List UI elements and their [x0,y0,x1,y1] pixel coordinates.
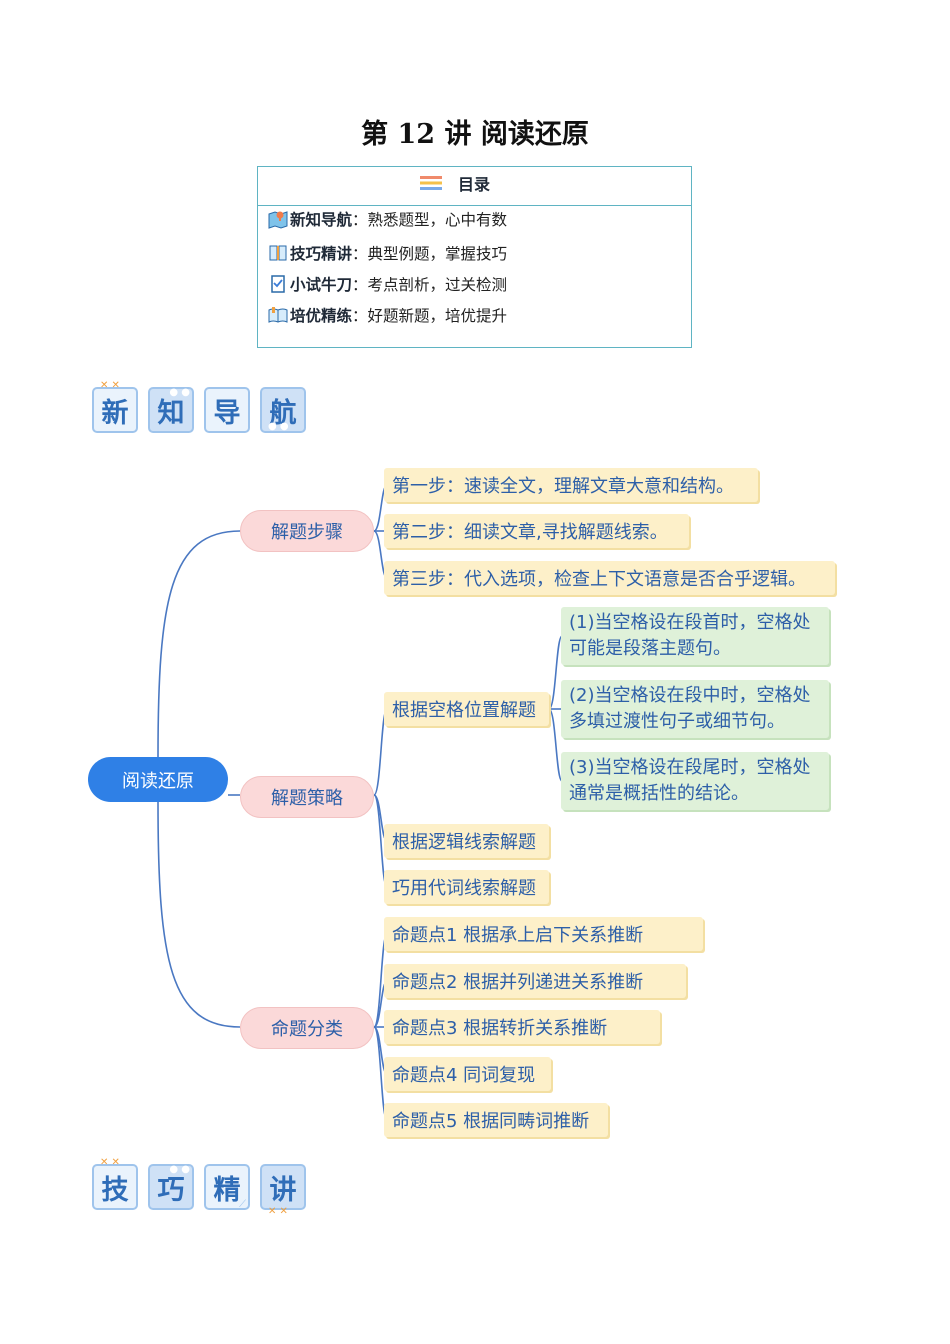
table-of-contents: 目录 新知导航：熟悉题型，心中有数 技巧精讲：典型例题，掌握技巧 小试牛刀：考点… [257,166,692,348]
position-case: (3)当空格设在段尾时，空格处通常是概括性的结论。 [561,752,829,810]
banner-char: ✕ ✕技 [92,1157,138,1210]
category-item: 命题点4 同词复现 [384,1057,551,1091]
banner-char: ● ●知 [148,387,194,433]
position-case: (1)当空格设在段首时，空格处可能是段落主题句。 [561,607,829,665]
toc-desc: ：考点剖析，过关检测 [352,276,508,294]
mindmap-root: 阅读还原 [88,757,228,802]
toc-label: 培优精练 [290,306,353,325]
toc-item-practice[interactable]: 小试牛刀：考点剖析，过关检测 [268,271,507,297]
branch-categories: 命题分类 [240,1007,374,1049]
toc-label: 新知导航 [290,210,353,229]
step-item: 第一步：速读全文，理解文章大意和结构。 [384,468,758,502]
banner-char: ● ●巧 [148,1164,194,1210]
toc-item-skills[interactable]: 技巧精讲：典型例题，掌握技巧 [268,240,507,266]
banner-char: ✕ ✕讲 [260,1164,306,1217]
toc-label: 技巧精讲 [290,244,353,263]
banner-char: ⟋精 [204,1164,250,1210]
step-item: 第三步：代入选项，检查上下文语意是否合乎逻辑。 [384,561,835,595]
branch-steps: 解题步骤 [240,510,374,552]
banner-char: ✕ ✕新 [92,380,138,433]
category-item: 命题点1 根据承上启下关系推断 [384,917,703,951]
toc-desc: ：典型例题，掌握技巧 [352,245,508,263]
list-icon [420,175,442,195]
section-banner-skills: ✕ ✕技 ● ●巧 ⟋精 ✕ ✕讲 [92,1157,306,1217]
checklist-icon [268,274,288,294]
strategy-item: 根据逻辑线索解题 [384,824,549,858]
category-item: 命题点3 根据转折关系推断 [384,1010,660,1044]
step-item: 第二步：细读文章,寻找解题线索。 [384,514,689,548]
strategy-item: 根据空格位置解题 [384,692,549,726]
strategy-item: 巧用代词线索解题 [384,870,549,904]
toc-desc: ：好题新题，培优提升 [352,307,508,325]
category-item: 命题点2 根据并列递进关系推断 [384,964,686,998]
toc-header: 目录 [258,167,691,206]
banner-char: ● ●航 [260,387,306,433]
section-banner-new-knowledge: ✕ ✕新 ● ●知 导 ● ●航 [92,380,306,433]
toc-label: 小试牛刀 [290,275,353,294]
position-case: (2)当空格设在段中时，空格处多填过渡性句子或细节句。 [561,680,829,738]
branch-strategies: 解题策略 [240,776,374,818]
page-title: 第 12 讲 阅读还原 [361,119,589,150]
toc-item-new-knowledge[interactable]: 新知导航：熟悉题型，心中有数 [268,206,507,232]
book-icon [268,243,288,263]
toc-item-advanced[interactable]: 培优精练：好题新题，培优提升 [268,302,507,328]
category-item: 命题点5 根据同畴词推断 [384,1103,608,1137]
toc-heading: 目录 [458,175,491,194]
banner-char: 导 [204,387,250,433]
open-book-icon [268,305,288,325]
toc-desc: ：熟悉题型，心中有数 [352,211,508,229]
map-icon [268,209,288,229]
